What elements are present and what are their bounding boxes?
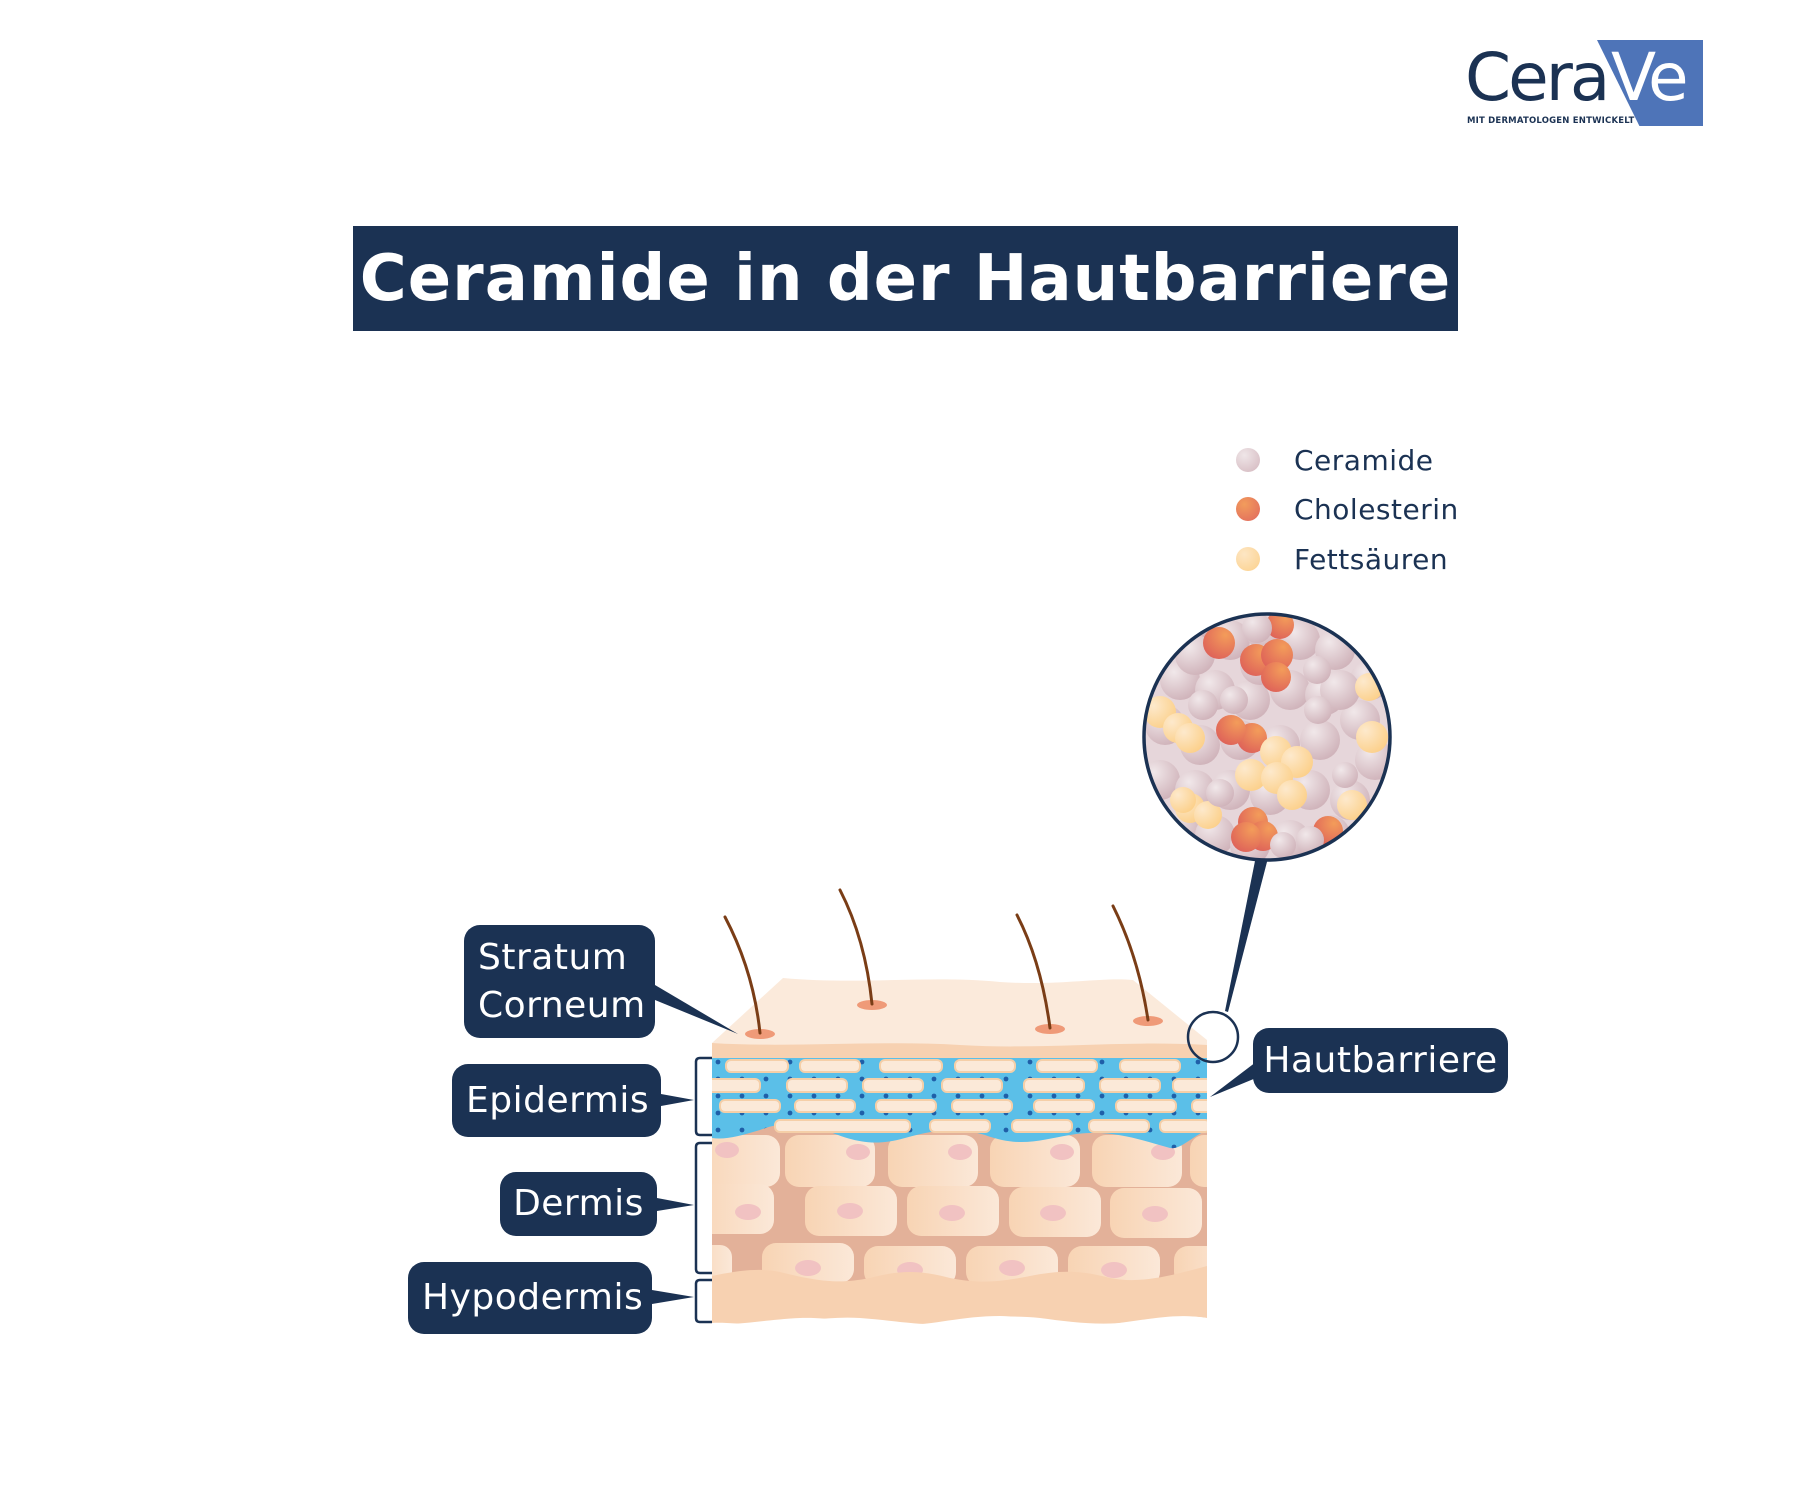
legend-label: Fettsäuren — [1294, 542, 1449, 576]
label-text: Dermis — [513, 1183, 644, 1224]
legend-item-ceramide: Ceramide — [1236, 443, 1434, 477]
label-hautbarriere: Hautbarriere — [1253, 1028, 1508, 1093]
magnifier-lipid-closeup — [1142, 612, 1392, 1012]
ceramide-dot-icon — [1236, 448, 1260, 472]
label-hypodermis: Hypodermis — [408, 1262, 652, 1334]
skin-surface — [712, 978, 1207, 1070]
cholesterin-dot-icon — [1236, 497, 1260, 521]
barrier-focus-circle — [1186, 1010, 1240, 1064]
page-title: Ceramide in der Hautbarriere — [353, 226, 1458, 331]
label-stratum-corneum: Stratum Corneum — [464, 925, 655, 1038]
legend-item-fettsaeuren: Fettsäuren — [1236, 542, 1449, 576]
logo-text-cera: Cera — [1465, 39, 1610, 116]
magnifier-stem — [1225, 856, 1268, 1012]
label-epidermis: Epidermis — [452, 1064, 661, 1137]
label-dermis: Dermis — [500, 1172, 657, 1236]
hair-follicles — [723, 888, 1163, 1039]
label-text: Stratum — [478, 936, 628, 978]
label-text: Hypodermis — [422, 1277, 644, 1318]
label-text: Epidermis — [466, 1079, 650, 1121]
legend-item-cholesterin: Cholesterin — [1236, 492, 1459, 526]
layer-brackets — [694, 1056, 712, 1324]
skin-front-face — [712, 1058, 1207, 1325]
label-pointers — [652, 985, 1256, 1304]
label-text: Hautbarriere — [1263, 1039, 1498, 1081]
cerave-logo: Cera Ve MIT DERMATOLOGEN ENTWICKELT — [1465, 38, 1705, 128]
legend-label: Ceramide — [1294, 443, 1434, 477]
logo-text-ve: Ve — [1611, 39, 1689, 116]
logo-tagline: MIT DERMATOLOGEN ENTWICKELT — [1467, 116, 1635, 126]
label-text: Corneum — [478, 984, 646, 1026]
fettsaeuren-dot-icon — [1236, 547, 1260, 571]
legend-label: Cholesterin — [1294, 492, 1459, 526]
